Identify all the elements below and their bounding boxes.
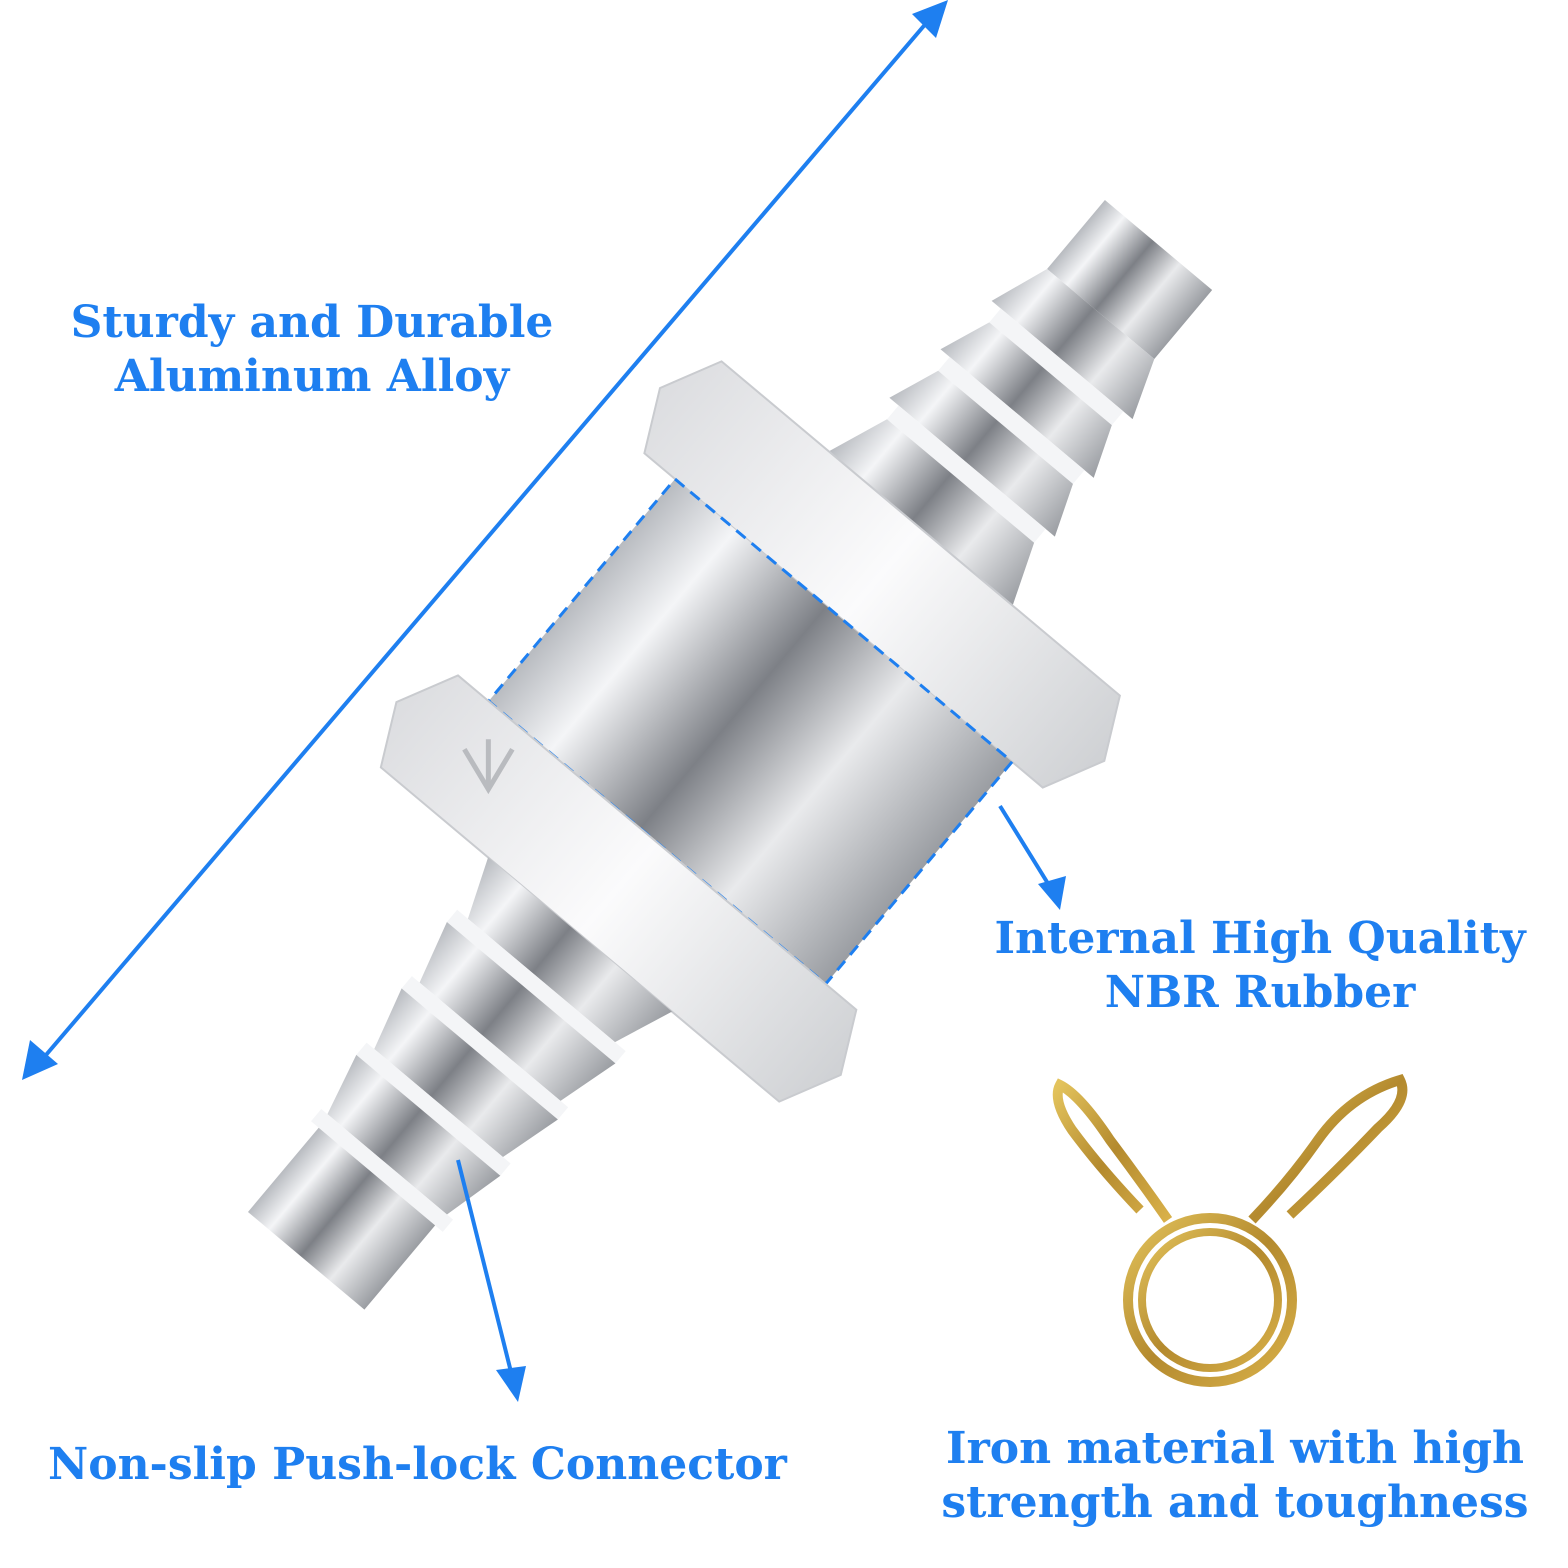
spring-hose-clip [1052,1074,1408,1387]
upper-hose-barb [828,200,1213,606]
caption-aluminum-alloy-line2: Aluminum Alloy [114,351,510,402]
caption-nbr-rubber-line2: NBR Rubber [1104,967,1416,1018]
connector-callout-arrow [456,1159,526,1402]
upper-hex-nut [643,360,1121,789]
caption-nbr-rubber-line1: Internal High Quality [994,913,1526,964]
caption-iron-clip: Iron material with high strength and tou… [920,1422,1550,1530]
caption-iron-clip-line2: strength and toughness [941,1477,1529,1528]
chevron-down-icon [462,739,515,795]
double-headed-arrow-icon [22,0,948,1080]
rubber-sleeve [488,479,1013,984]
caption-aluminum-alloy-line1: Sturdy and Durable [70,297,554,348]
caption-nbr-rubber: Internal High Quality NBR Rubber [980,912,1540,1020]
lower-hose-barb [247,857,672,1310]
caption-push-lock-connector: Non-slip Push-lock Connector [48,1439,787,1490]
rubber-callout-arrow [998,804,1066,910]
caption-aluminum-alloy: Sturdy and Durable Aluminum Alloy [52,296,572,404]
check-valve [247,200,1213,1310]
lower-hex-nut [379,674,858,1103]
caption-iron-clip-line1: Iron material with high [946,1423,1524,1474]
